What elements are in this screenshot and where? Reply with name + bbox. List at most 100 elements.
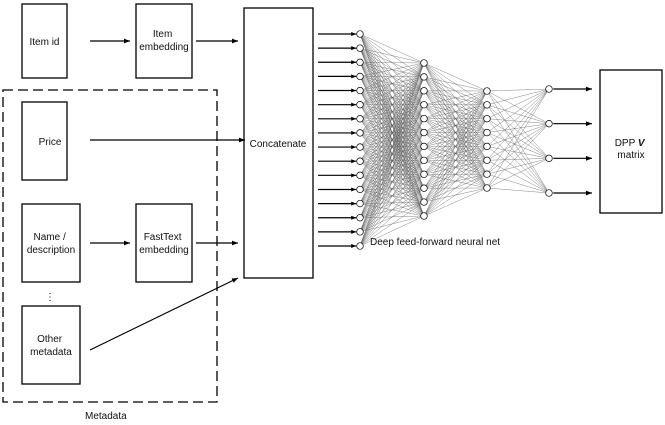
neuron-node-layer-3 xyxy=(483,101,491,109)
network-connection xyxy=(359,76,425,247)
neuron-node-layer-4 xyxy=(545,154,553,162)
network-connection xyxy=(359,62,425,218)
neuron-node-layer-1 xyxy=(356,171,364,179)
network-connection xyxy=(359,62,425,77)
neuron-node-layer-1 xyxy=(356,143,364,151)
neuron-node-layer-2 xyxy=(420,212,428,220)
network-connection xyxy=(359,104,425,247)
neuron-node-layer-1 xyxy=(356,228,364,236)
neuron-node-layer-1 xyxy=(356,115,364,123)
neuron-node-layer-2 xyxy=(420,142,428,151)
network-connection xyxy=(486,88,550,119)
network-connection xyxy=(486,88,550,106)
network-connection xyxy=(486,88,550,189)
network-connection xyxy=(359,62,425,148)
neuron-node-layer-1 xyxy=(356,44,364,52)
neuron-node-layer-2 xyxy=(420,156,428,165)
other-metadata-to-concat-arrow xyxy=(89,277,239,351)
network-connection xyxy=(423,90,488,119)
concatenate-label: Concatenate xyxy=(250,139,307,150)
neuron-node-layer-1 xyxy=(356,199,364,208)
name-description-box xyxy=(21,203,81,283)
network-connection xyxy=(359,62,425,232)
neuron-node-layer-3 xyxy=(483,87,491,95)
network-connection xyxy=(359,132,425,247)
network-connection xyxy=(359,33,425,64)
network-connection xyxy=(486,123,550,175)
item-embedding-label: Item embedding xyxy=(139,29,188,53)
network-connection xyxy=(486,90,550,124)
neuron-node-layer-1 xyxy=(356,101,364,109)
network-connection xyxy=(423,187,488,217)
neuron-node-layer-1 xyxy=(356,157,364,165)
network-connection xyxy=(359,160,425,247)
neuron-node-layer-4 xyxy=(545,120,553,128)
network-connection xyxy=(423,146,488,217)
network-connection xyxy=(359,62,425,119)
network-connection xyxy=(486,123,550,133)
other-metadata-label: Other metadata xyxy=(30,334,72,358)
network-connection xyxy=(359,215,425,247)
network-connection xyxy=(486,104,550,124)
neuron-node-layer-4 xyxy=(545,189,553,197)
network-connection xyxy=(423,90,488,161)
price-box xyxy=(21,101,68,181)
network-connection xyxy=(423,90,488,147)
neuron-node-layer-1 xyxy=(356,129,364,137)
neuron-node-layer-2 xyxy=(420,59,428,67)
neuron-node-layer-3 xyxy=(483,170,491,178)
neuron-node-layer-1 xyxy=(356,72,364,81)
network-connection xyxy=(486,88,550,161)
network-connection xyxy=(359,62,425,162)
neuron-node-layer-2 xyxy=(420,184,428,192)
network-connection xyxy=(359,62,425,105)
network-connection xyxy=(423,62,488,92)
neuron-node-layer-1 xyxy=(356,30,364,38)
item-id-box xyxy=(21,3,68,79)
neuron-node-layer-3 xyxy=(483,156,491,164)
neuron-node-layer-3 xyxy=(483,115,491,123)
neuron-node-layer-1 xyxy=(356,214,364,222)
price-label: Price xyxy=(39,137,62,148)
neuron-node-layer-3 xyxy=(483,142,491,151)
network-connection xyxy=(359,47,425,64)
dpp-matrix-label: DPP V matrix xyxy=(615,138,648,161)
neuron-node-layer-4 xyxy=(545,85,553,93)
network-connection xyxy=(486,158,550,189)
network-connection xyxy=(423,160,488,217)
network-connection xyxy=(423,90,488,217)
neuron-node-layer-1 xyxy=(356,242,364,250)
neuron-node-layer-2 xyxy=(420,114,428,123)
network-connection xyxy=(359,146,425,247)
network-connection xyxy=(486,123,550,147)
network-connection xyxy=(423,90,488,133)
network-connection xyxy=(486,88,550,175)
metadata-group-label: Metadata xyxy=(85,411,127,422)
network-connection xyxy=(423,90,488,203)
neural-network xyxy=(318,30,592,250)
network-connection xyxy=(486,118,550,124)
network-connection xyxy=(359,62,425,247)
neuron-node-layer-2 xyxy=(420,170,428,178)
network-connection xyxy=(486,158,550,161)
metadata-group-border xyxy=(2,89,218,403)
network-connection xyxy=(486,132,550,159)
neuron-node-layer-2 xyxy=(420,128,428,137)
neuron-node-layer-2 xyxy=(420,198,428,206)
fasttext-embedding-label: FastText embedding xyxy=(139,232,188,256)
neuron-node-layer-1 xyxy=(356,58,364,66)
network-connection xyxy=(359,62,425,176)
neuron-node-layer-3 xyxy=(483,184,491,192)
network-connection xyxy=(359,62,425,134)
neuron-node-layer-2 xyxy=(420,73,428,81)
item-id-label: Item id xyxy=(29,37,59,48)
network-connection xyxy=(359,118,425,247)
network-connection xyxy=(486,88,550,133)
neuron-node-layer-2 xyxy=(420,87,428,95)
network-connection xyxy=(486,88,550,92)
network-connection xyxy=(423,173,488,217)
dpp-matrix-box xyxy=(599,69,663,214)
fasttext-embedding-box xyxy=(135,203,193,283)
network-connection xyxy=(486,146,550,194)
